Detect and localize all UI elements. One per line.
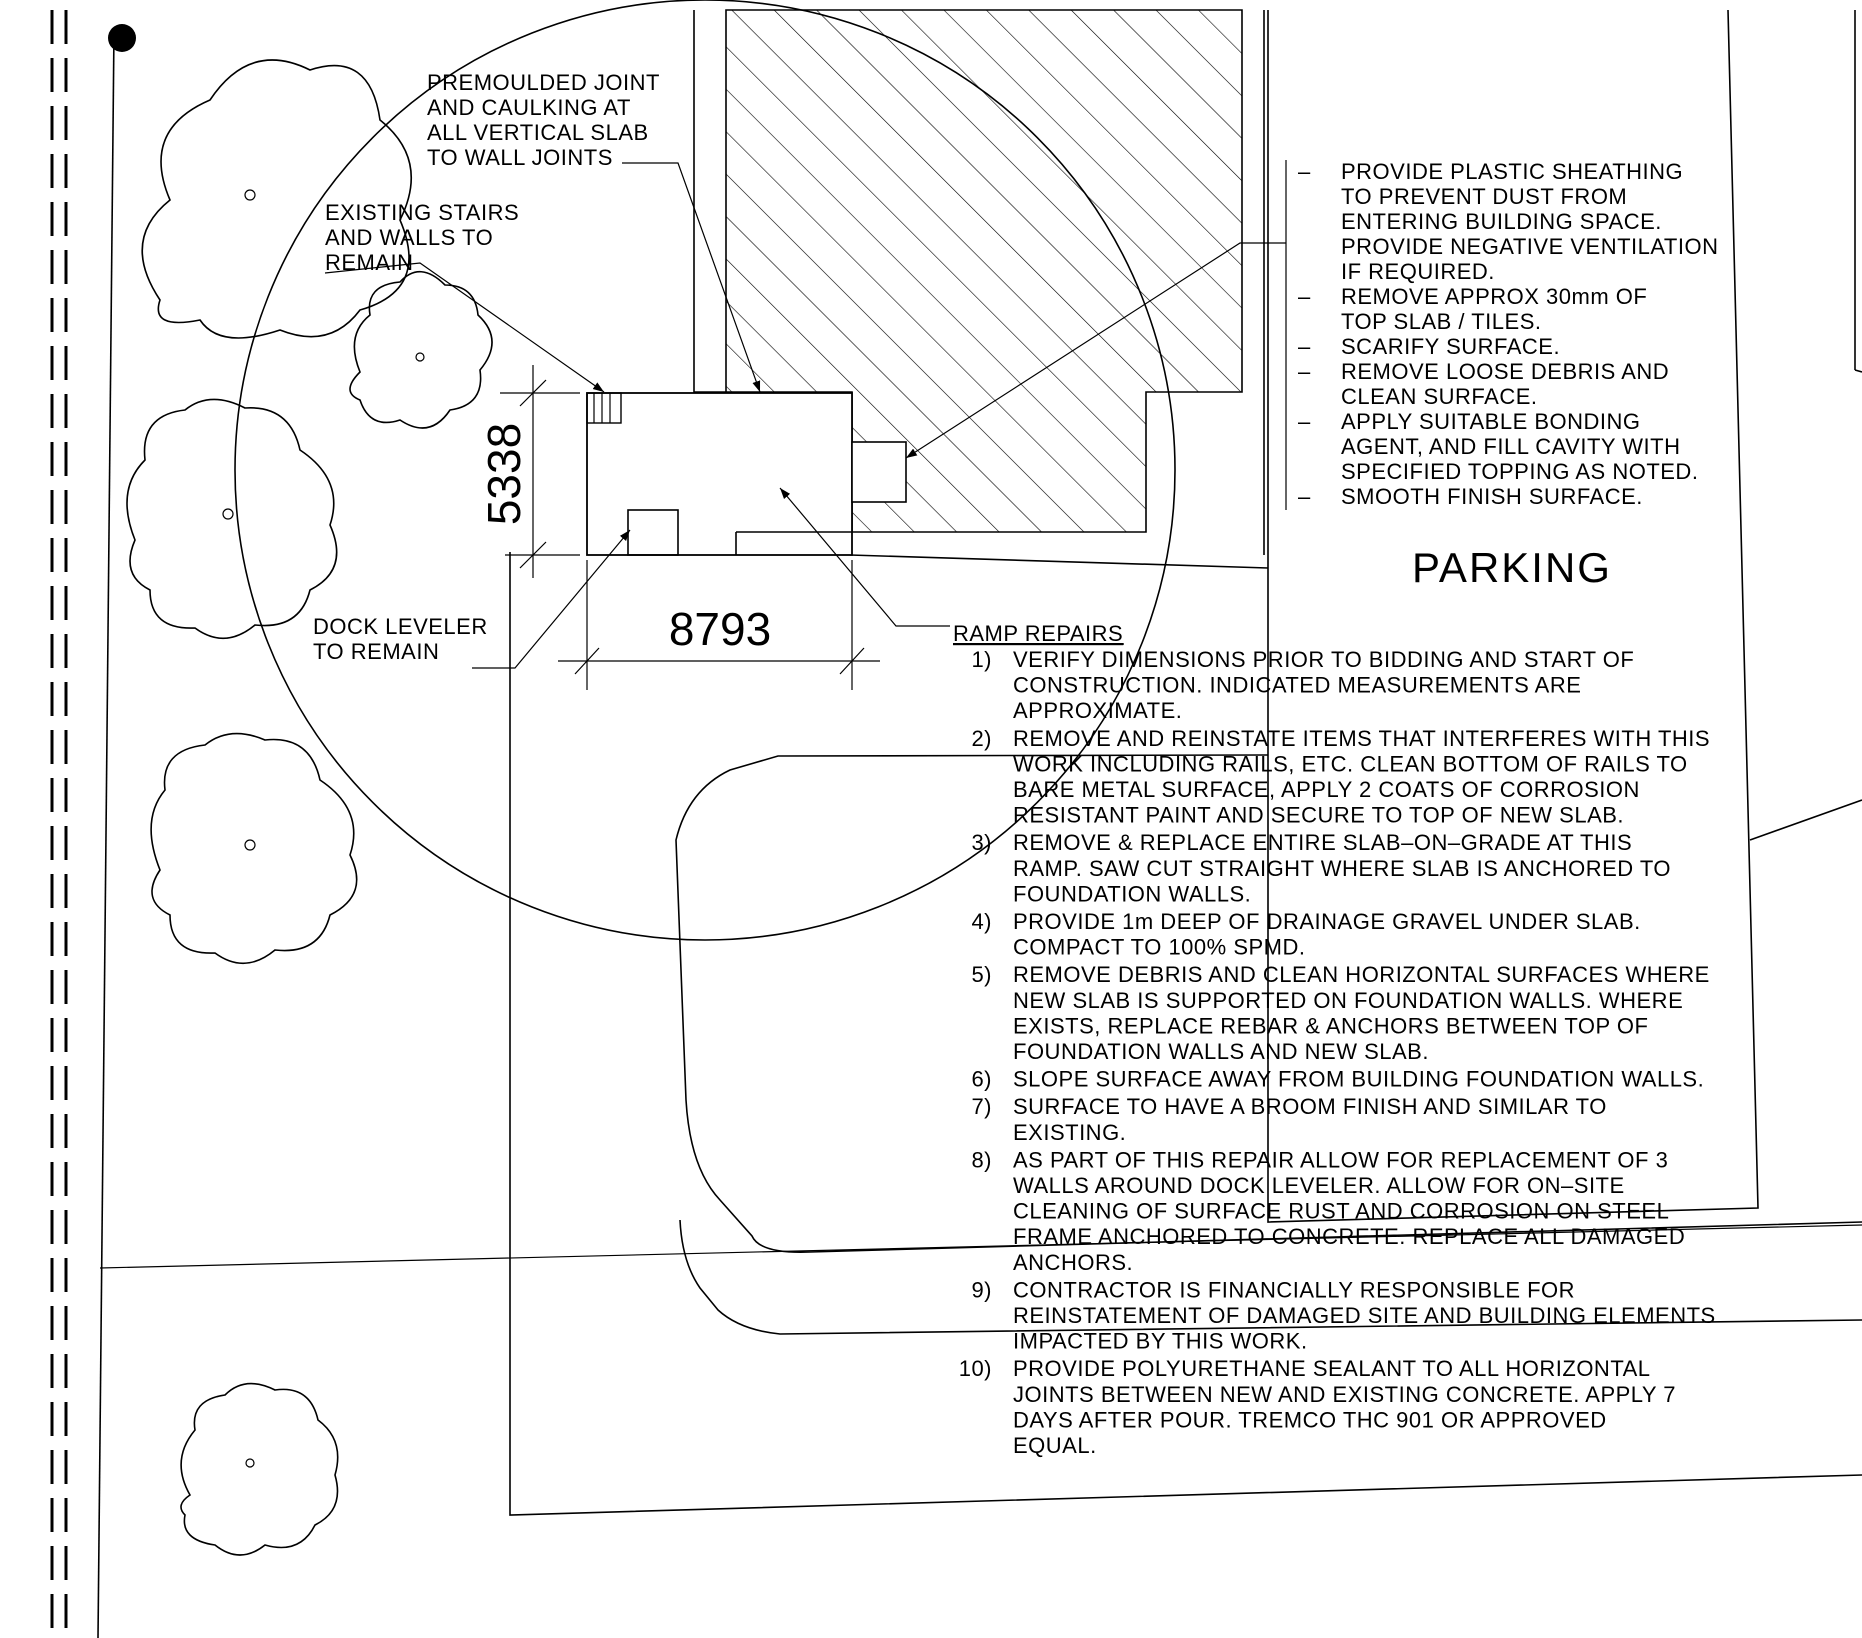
note-line: TO PREVENT DUST FROM: [1341, 184, 1627, 209]
note-line: SCARIFY SURFACE.: [1341, 334, 1560, 359]
note-bullet: –: [1298, 159, 1311, 184]
note-line: EQUAL.: [1013, 1433, 1097, 1458]
note-line: REMOVE & REPLACE ENTIRE SLAB–ON–GRADE AT…: [1013, 830, 1632, 855]
note-line: REMOVE AND REINSTATE ITEMS THAT INTERFER…: [1013, 726, 1710, 751]
note-line: REMOVE DEBRIS AND CLEAN HORIZONTAL SURFA…: [1013, 962, 1710, 987]
note-number: 9): [971, 1277, 992, 1302]
note-line: WALLS AROUND DOCK LEVELER. ALLOW FOR ON–…: [1013, 1173, 1625, 1198]
note-line: CONTRACTOR IS FINANCIALLY RESPONSIBLE FO…: [1013, 1277, 1575, 1302]
label-line: REMAIN: [325, 250, 414, 275]
note-number: 5): [971, 962, 992, 987]
note-line: SLOPE SURFACE AWAY FROM BUILDING FOUNDAT…: [1013, 1067, 1704, 1092]
tree: [126, 398, 338, 640]
note-line: REINSTATEMENT OF DAMAGED SITE AND BUILDI…: [1013, 1303, 1716, 1328]
note-line: VERIFY DIMENSIONS PRIOR TO BIDDING AND S…: [1013, 647, 1634, 672]
label-line: PREMOULDED JOINT: [427, 70, 660, 95]
dimension-height-value: 5338: [478, 423, 530, 525]
note-number: 4): [971, 909, 992, 934]
detail-circle: [234, 0, 1176, 941]
note-line: EXISTING.: [1013, 1120, 1126, 1145]
driveway-curb: [675, 754, 1862, 1335]
note-line: SMOOTH FINISH SURFACE.: [1341, 484, 1643, 509]
note-bullet: –: [1298, 359, 1311, 384]
note-line: SPECIFIED TOPPING AS NOTED.: [1341, 459, 1698, 484]
note-line: APPLY SUITABLE BONDING: [1341, 409, 1641, 434]
note-line: RAMP. SAW CUT STRAIGHT WHERE SLAB IS ANC…: [1013, 856, 1671, 881]
leader-lines: [324, 160, 1287, 669]
note-bullet: –: [1298, 409, 1311, 434]
note-line: FOUNDATION WALLS AND NEW SLAB.: [1013, 1039, 1429, 1064]
note-line: WORK INCLUDING RAILS, ETC. CLEAN BOTTOM …: [1013, 751, 1688, 776]
tree: [180, 1382, 339, 1556]
note-line: IMPACTED BY THIS WORK.: [1013, 1329, 1308, 1354]
ramp-slab: [586, 392, 907, 556]
label-line: AND CAULKING AT: [427, 95, 631, 120]
note-line: AS PART OF THIS REPAIR ALLOW FOR REPLACE…: [1013, 1147, 1668, 1172]
property-line: [50, 10, 136, 1638]
label-line: TO WALL JOINTS: [427, 145, 613, 170]
note-line: BARE METAL SURFACE, APPLY 2 COATS OF COR…: [1013, 777, 1640, 802]
existing-building: [693, 9, 1265, 555]
tree: [150, 732, 358, 965]
note-line: REMOVE LOOSE DEBRIS AND: [1341, 359, 1669, 384]
note-line: ENTERING BUILDING SPACE.: [1341, 209, 1662, 234]
note-number: 7): [971, 1094, 992, 1119]
note-line: PROVIDE POLYURETHANE SEALANT TO ALL HORI…: [1013, 1356, 1651, 1381]
note-line: PROVIDE PLASTIC SHEATHING: [1341, 159, 1683, 184]
ramp-repairs-title: RAMP REPAIRS: [953, 621, 1123, 646]
note-line: AGENT, AND FILL CAVITY WITH: [1341, 434, 1680, 459]
note-line: ANCHORS.: [1013, 1250, 1133, 1275]
label-line: DOCK LEVELER: [313, 614, 488, 639]
note-line: APPROXIMATE.: [1013, 698, 1182, 723]
note-bullet: –: [1298, 484, 1311, 509]
note-line: REMOVE APPROX 30mm OF: [1341, 284, 1647, 309]
tree: [141, 59, 412, 339]
label-line: AND WALLS TO: [325, 225, 493, 250]
note-line: COMPACT TO 100% SPMD.: [1013, 935, 1306, 960]
dimension-height: [500, 365, 580, 578]
note-line: TOP SLAB / TILES.: [1341, 309, 1541, 334]
note-bullet: –: [1298, 284, 1311, 309]
note-line: NEW SLAB IS SUPPORTED ON FOUNDATION WALL…: [1013, 988, 1683, 1013]
note-line: PROVIDE NEGATIVE VENTILATION: [1341, 234, 1718, 259]
note-line: SURFACE TO HAVE A BROOM FINISH AND SIMIL…: [1013, 1094, 1607, 1119]
note-line: FOUNDATION WALLS.: [1013, 881, 1251, 906]
label-line: ALL VERTICAL SLAB: [427, 120, 649, 145]
dimension-width-value: 8793: [669, 603, 771, 655]
note-number: 6): [971, 1067, 992, 1092]
label-line: EXISTING STAIRS: [325, 200, 519, 225]
note-number: 10): [959, 1356, 992, 1381]
note-number: 8): [971, 1147, 992, 1172]
note-line: RESISTANT PAINT AND SECURE TO TOP OF NEW…: [1013, 803, 1624, 828]
note-line: EXISTS, REPLACE REBAR & ANCHORS BETWEEN …: [1013, 1013, 1649, 1038]
parking-label: PARKING: [1412, 544, 1612, 591]
note-line: FRAME ANCHORED TO CONCRETE. REPLACE ALL …: [1013, 1224, 1685, 1249]
note-number: 1): [971, 647, 992, 672]
note-line: DAYS AFTER POUR. TREMCO THC 901 OR APPRO…: [1013, 1407, 1607, 1432]
note-number: 2): [971, 726, 992, 751]
label-line: TO REMAIN: [313, 639, 439, 664]
note-line: CONSTRUCTION. INDICATED MEASUREMENTS ARE: [1013, 673, 1581, 698]
ramp-repair-notes: 1) VERIFY DIMENSIONS PRIOR TO BIDDING AND…: [959, 647, 1716, 1458]
note-line: CLEAN SURFACE.: [1341, 384, 1538, 409]
note-line: JOINTS BETWEEN NEW AND EXISTING CONCRETE…: [1013, 1382, 1676, 1407]
note-line: PROVIDE 1m DEEP OF DRAINAGE GRAVEL UNDER…: [1013, 909, 1641, 934]
note-bullet: –: [1298, 334, 1311, 359]
tree: [349, 270, 493, 429]
note-number: 3): [971, 830, 992, 855]
parking-area: [1267, 9, 1759, 1223]
note-line: IF REQUIRED.: [1341, 259, 1495, 284]
note-line: CLEANING OF SURFACE RUST AND CORROSION O…: [1013, 1199, 1669, 1224]
